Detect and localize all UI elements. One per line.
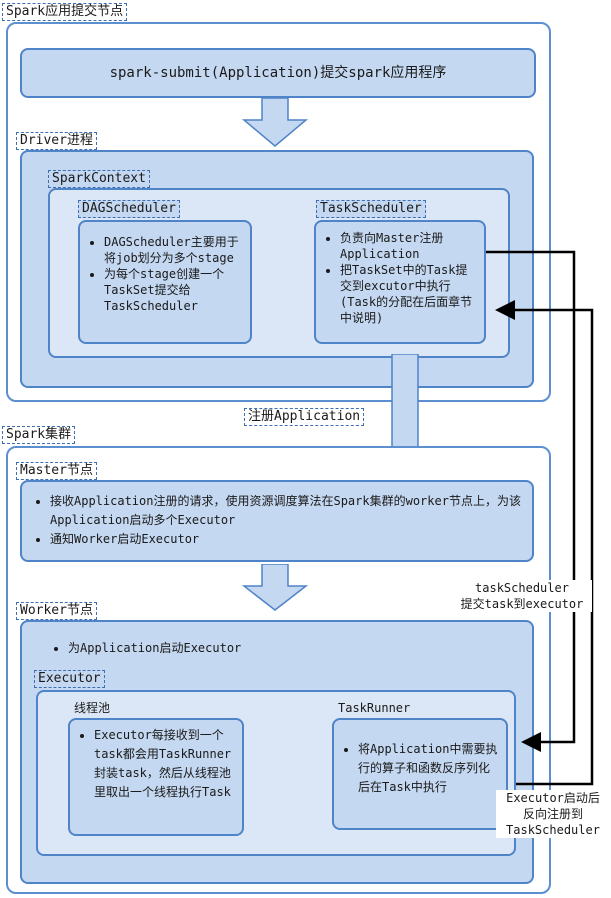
thread-pool-box: Executor每接收到一个task都会用TaskRunner封装task，然后… <box>68 718 244 836</box>
worker-list: 为Application启动Executor <box>50 640 241 656</box>
master-box: 接收Application注册的请求，使用资源调度算法在Spark集群的work… <box>20 480 534 562</box>
submit-task-label-line2: 提交task到executor <box>460 597 584 611</box>
master-item-2: 通知Worker启动Executor <box>50 530 524 549</box>
task-runner-item: 将Application中需要执行的算子和函数反序列化后在Task中执行 <box>358 740 500 797</box>
worker-tag: Worker节点 <box>16 602 97 620</box>
arrow-submit-to-driver <box>241 98 309 147</box>
task-runner-label: TaskRunner <box>338 701 411 715</box>
dag-item-2: 为每个stage创建一个TaskSet提交给TaskScheduler <box>104 266 244 314</box>
task-item-2: 把TaskSet中的Task提交到excutor中执行(Task的分配在后面章节… <box>340 262 478 326</box>
task-item-1: 负责向Master注册Application <box>340 230 478 262</box>
dag-scheduler-box: DAGScheduler主要用于将job划分为多个stage 为每个stage创… <box>78 220 252 344</box>
thread-pool-item: Executor每接收到一个task都会用TaskRunner封装task，然后… <box>94 726 236 802</box>
executor-tag: Executor <box>34 670 105 688</box>
thread-pool-list: Executor每接收到一个task都会用TaskRunner封装task，然后… <box>76 726 236 802</box>
task-runner-list: 将Application中需要执行的算子和函数反序列化后在Task中执行 <box>340 740 500 797</box>
reverse-register-label: Executor启动后 反向注册到 TaskScheduler <box>496 790 610 838</box>
dag-item-1: DAGScheduler主要用于将job划分为多个stage <box>104 234 244 266</box>
master-tag: Master节点 <box>16 462 97 480</box>
worker-item: 为Application启动Executor <box>68 640 241 656</box>
task-scheduler-tag: TaskScheduler <box>316 200 426 218</box>
reverse-label-line3: TaskScheduler <box>506 823 600 837</box>
driver-tag: Driver进程 <box>16 132 97 150</box>
spark-context-tag: SparkContext <box>48 170 150 188</box>
submit-task-label: taskScheduler 提交task到executor <box>452 580 592 612</box>
spark-submit-box: spark-submit(Application)提交spark应用程序 <box>20 48 536 98</box>
submit-task-label-line1: taskScheduler <box>475 581 569 595</box>
line-reverse-register <box>495 300 594 786</box>
thread-pool-label: 线程池 <box>74 701 111 715</box>
task-scheduler-list: 负责向Master注册Application 把TaskSet中的Task提交到… <box>322 230 478 326</box>
task-scheduler-box: 负责向Master注册Application 把TaskSet中的Task提交到… <box>314 220 486 344</box>
spark-submit-text: spark-submit(Application)提交spark应用程序 <box>109 65 447 81</box>
register-application-label: 注册Application <box>244 408 365 426</box>
dag-scheduler-list: DAGScheduler主要用于将job划分为多个stage 为每个stage创… <box>86 234 244 314</box>
spark-cluster-tag: Spark集群 <box>2 426 76 444</box>
master-list: 接收Application注册的请求，使用资源调度算法在Spark集群的work… <box>32 492 524 549</box>
submit-node-tag: Spark应用提交节点 <box>2 3 128 21</box>
arrow-master-to-worker <box>241 564 309 611</box>
reverse-label-line2: 反向注册到 <box>522 807 583 821</box>
task-runner-box: 将Application中需要执行的算子和函数反序列化后在Task中执行 <box>332 718 508 830</box>
dag-scheduler-tag: DAGScheduler <box>78 200 180 218</box>
master-item-1: 接收Application注册的请求，使用资源调度算法在Spark集群的work… <box>50 492 524 530</box>
line-submit-task-to-executor <box>486 250 576 752</box>
reverse-label-line1: Executor启动后 <box>506 791 600 805</box>
